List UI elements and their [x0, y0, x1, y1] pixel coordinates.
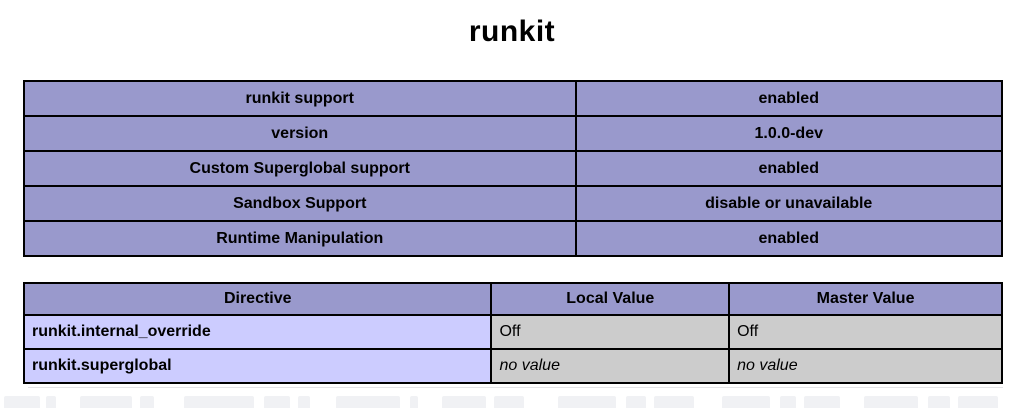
table-row: Sandbox Support disable or unavailable	[23, 185, 1003, 222]
table-row: runkit.superglobal no value no value	[22, 348, 1003, 384]
info-label: Sandbox Support	[23, 185, 577, 222]
info-label: Custom Superglobal support	[23, 150, 577, 187]
info-value: disable or unavailable	[574, 185, 1003, 222]
page-title: runkit	[468, 15, 556, 48]
ghost-cutoff-text-row	[0, 396, 1024, 408]
table-row: runkit.internal_override Off Off	[22, 314, 1003, 350]
info-value: enabled	[574, 80, 1003, 117]
directive-local-value: no value	[490, 348, 731, 384]
directive-name: runkit.internal_override	[22, 314, 493, 350]
directive-name: runkit.superglobal	[22, 348, 493, 384]
table-header-row: Directive Local Value Master Value	[22, 282, 1003, 316]
info-label: version	[23, 115, 577, 152]
directive-master-value: no value	[728, 348, 1003, 384]
directive-master-value: Off	[728, 314, 1003, 350]
module-info-table: runkit support enabled version 1.0.0-dev…	[23, 80, 1003, 257]
section-divider-line	[28, 387, 1003, 388]
info-label: runkit support	[23, 80, 577, 117]
table-row: version 1.0.0-dev	[23, 115, 1003, 152]
column-header-local-value: Local Value	[490, 282, 731, 316]
directives-table: Directive Local Value Master Value runki…	[22, 282, 1003, 384]
info-label: Runtime Manipulation	[23, 220, 577, 257]
column-header-directive: Directive	[22, 282, 493, 316]
info-value: 1.0.0-dev	[574, 115, 1003, 152]
info-value: enabled	[574, 150, 1003, 187]
column-header-master-value: Master Value	[728, 282, 1003, 316]
table-row: Custom Superglobal support enabled	[23, 150, 1003, 187]
table-row: runkit support enabled	[23, 80, 1003, 117]
directive-local-value: Off	[490, 314, 731, 350]
info-value: enabled	[574, 220, 1003, 257]
table-row: Runtime Manipulation enabled	[23, 220, 1003, 257]
